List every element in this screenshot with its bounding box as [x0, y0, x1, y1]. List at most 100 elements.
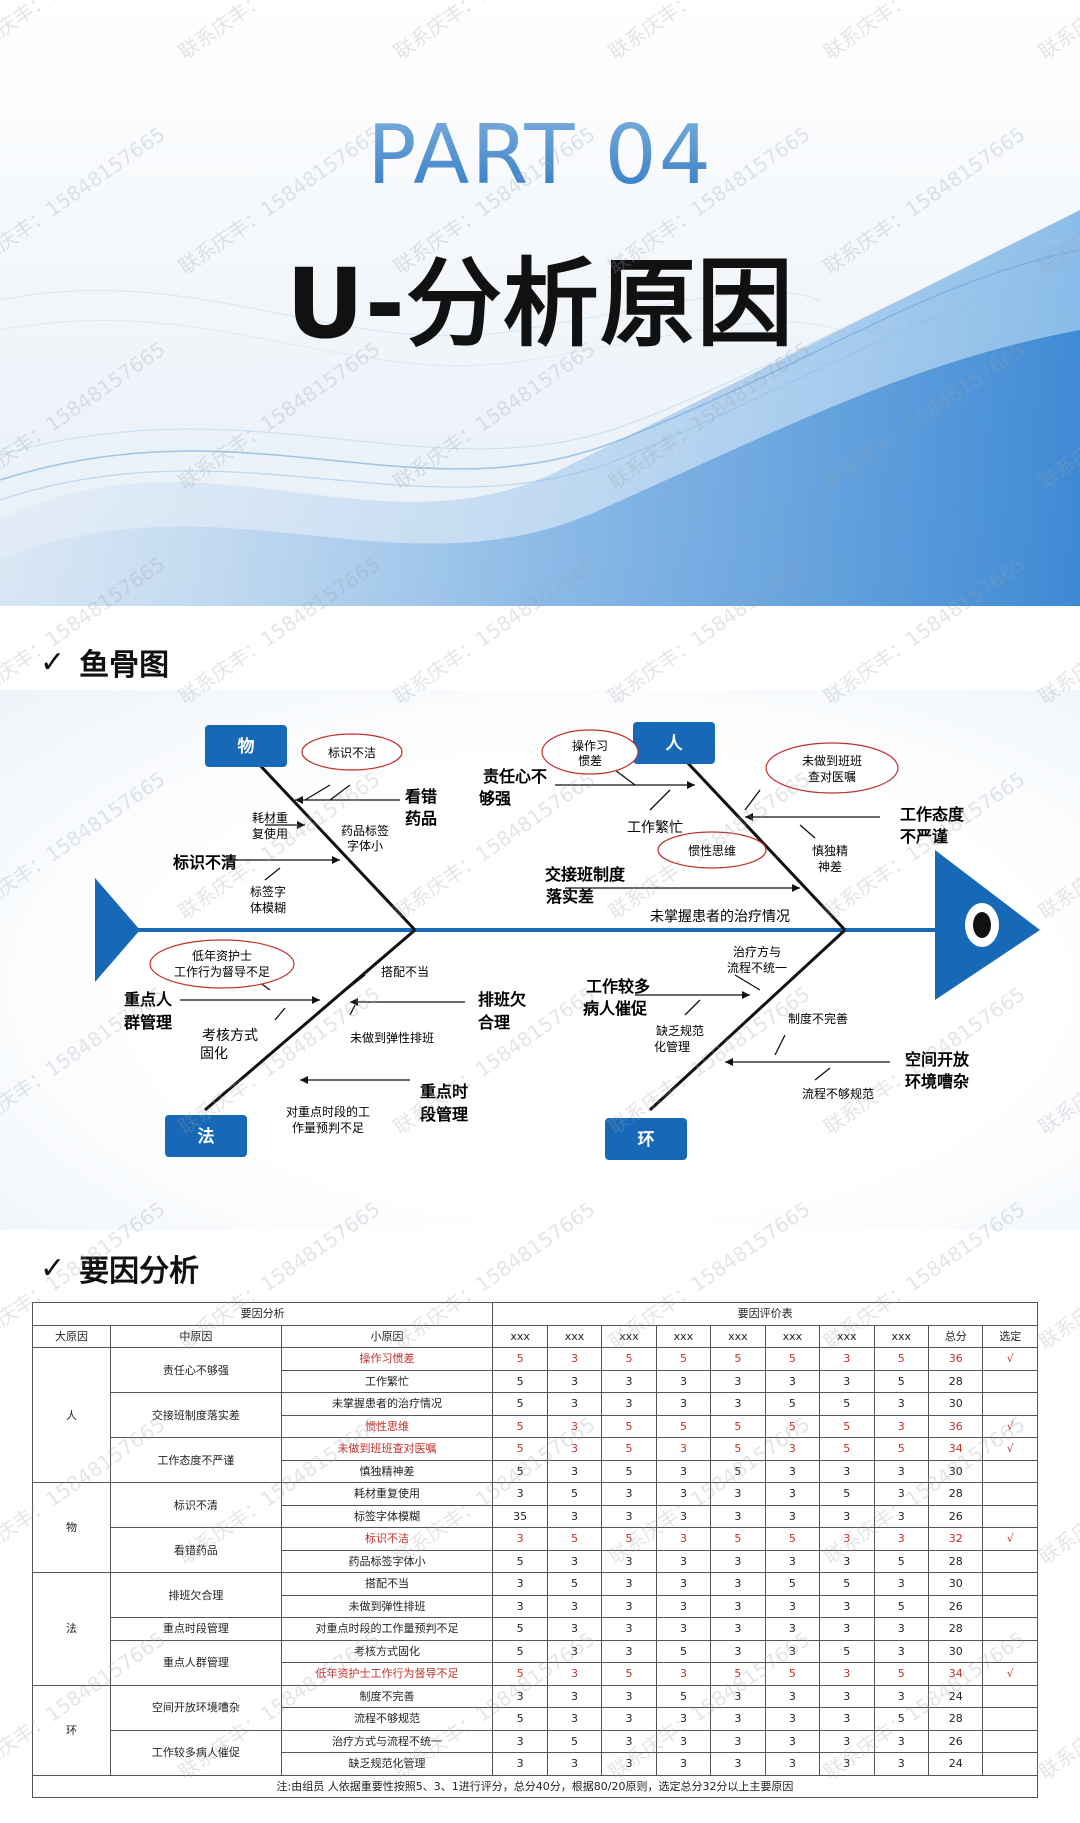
sub-liucheng: 流程不够规范: [802, 1086, 874, 1101]
cause-shiduan-2: 段管理: [420, 1105, 468, 1124]
column-header: xxx: [819, 1324, 875, 1348]
cell-score: 3: [873, 1392, 929, 1416]
cell-score: 3: [601, 1639, 657, 1663]
sub-shendu-2: 神差: [818, 860, 842, 874]
cell-total: 30: [927, 1459, 984, 1483]
cell-score: 3: [601, 1482, 657, 1506]
category-box-huan: [605, 1118, 687, 1160]
cell-score: 3: [819, 1527, 875, 1551]
column-header: xxx: [492, 1324, 548, 1348]
part-label: PART 04: [0, 108, 1080, 203]
sub-dapei: 搭配不当: [381, 965, 429, 979]
cell-selected: [982, 1369, 1038, 1393]
cell-total: 26: [927, 1729, 984, 1753]
cause-shiduan-1: 重点时: [420, 1082, 468, 1101]
table-heading: ✓ 要因分析: [40, 1246, 199, 1290]
watermark-text: 联系庆丰：15848157665: [1034, 1412, 1080, 1569]
cell-small-cause: 未掌握患者的治疗情况: [280, 1392, 494, 1416]
cell-score: 3: [601, 1729, 657, 1753]
cell-score: 3: [546, 1459, 603, 1483]
bone-wu: [253, 758, 417, 932]
cell-small-cause: 流程不够规范: [280, 1707, 494, 1731]
cell-score: 3: [546, 1437, 603, 1461]
cell-small-cause: 操作习惯差: [280, 1347, 494, 1371]
cell-selected: [982, 1684, 1038, 1708]
cell-score: 3: [655, 1437, 712, 1461]
cell-score: 3: [764, 1459, 821, 1483]
cell-score: 3: [601, 1369, 657, 1393]
cell-score: 3: [546, 1662, 603, 1686]
sub-caozuo-1: 操作习: [572, 738, 608, 753]
cell-score: 3: [710, 1572, 766, 1596]
cell-score: 5: [601, 1347, 657, 1371]
cell-small-cause: 搭配不当: [280, 1572, 494, 1596]
highlight-ellipse: [657, 831, 767, 869]
column-header: xxx: [710, 1324, 766, 1348]
cell-score: 3: [492, 1594, 548, 1618]
cell-total: 30: [927, 1639, 984, 1663]
cell-score: 3: [655, 1594, 712, 1618]
cell-selected: [982, 1549, 1038, 1573]
group-header-left: 要因分析: [31, 1302, 494, 1326]
cell-score: 3: [601, 1684, 657, 1708]
cause-kancuo-1: 看错: [404, 787, 437, 806]
column-header: 大原因: [31, 1324, 112, 1348]
cell-score: 3: [764, 1594, 821, 1618]
cell-score: 5: [710, 1347, 766, 1371]
cell-small-cause: 考核方式固化: [280, 1639, 494, 1663]
bone-ren: [683, 758, 847, 932]
cell-score: 3: [655, 1482, 712, 1506]
cell-score: 3: [710, 1504, 766, 1528]
sub-yujing-2: 作量预判不足: [292, 1121, 364, 1135]
cell-score: 5: [492, 1437, 548, 1461]
cause-paiban-1: 排班欠: [478, 990, 526, 1009]
bone-fa: [204, 928, 416, 1112]
cell-score: 5: [873, 1662, 929, 1686]
cell-selected: [982, 1617, 1038, 1641]
cell-selected: √: [982, 1527, 1038, 1551]
sub-zhiliao-1: 治疗方与: [733, 944, 781, 959]
sub-weizuodao-2: 查对医嘱: [808, 770, 856, 784]
cell-total: 32: [927, 1527, 984, 1551]
title-banner: PART 04 U-分析原因: [0, 0, 1080, 606]
cell-score: 3: [819, 1459, 875, 1483]
cell-score: 5: [492, 1414, 548, 1438]
cell-score: 5: [601, 1414, 657, 1438]
cell-score: 3: [601, 1504, 657, 1528]
cell-score: 5: [764, 1527, 821, 1551]
cell-score: 3: [492, 1482, 548, 1506]
cell-score: 5: [492, 1549, 548, 1573]
cell-score: 5: [546, 1729, 603, 1753]
cause-zeren-2: 够强: [478, 789, 511, 808]
cell-score: 5: [655, 1347, 712, 1371]
cell-score: 5: [873, 1707, 929, 1731]
cell-score: 3: [546, 1414, 603, 1438]
category-huan: 环: [638, 1130, 655, 1150]
category-wu: 物: [238, 736, 255, 757]
cell-score: 3: [655, 1369, 712, 1393]
cell-small-cause: 药品标签字体小: [280, 1549, 494, 1573]
cell-score: 3: [655, 1549, 712, 1573]
fish-eye-pupil: [973, 912, 991, 938]
cell-score: 3: [710, 1639, 766, 1663]
cell-small-cause: 标识不洁: [280, 1527, 494, 1551]
cell-score: 3: [546, 1707, 603, 1731]
check-icon: ✓: [40, 644, 66, 680]
cause-jiaojie-2: 落实差: [546, 887, 594, 906]
cell-score: 3: [492, 1684, 548, 1708]
cell-total: 30: [927, 1392, 984, 1416]
cell-score: 3: [764, 1707, 821, 1731]
column-header: 小原因: [280, 1324, 494, 1348]
cell-score: 5: [601, 1459, 657, 1483]
cell-score: 5: [546, 1572, 603, 1596]
cell-small-cause: 治疗方式与流程不统一: [280, 1729, 494, 1753]
cell-score: 5: [873, 1594, 929, 1618]
cell-score: 3: [710, 1752, 766, 1776]
